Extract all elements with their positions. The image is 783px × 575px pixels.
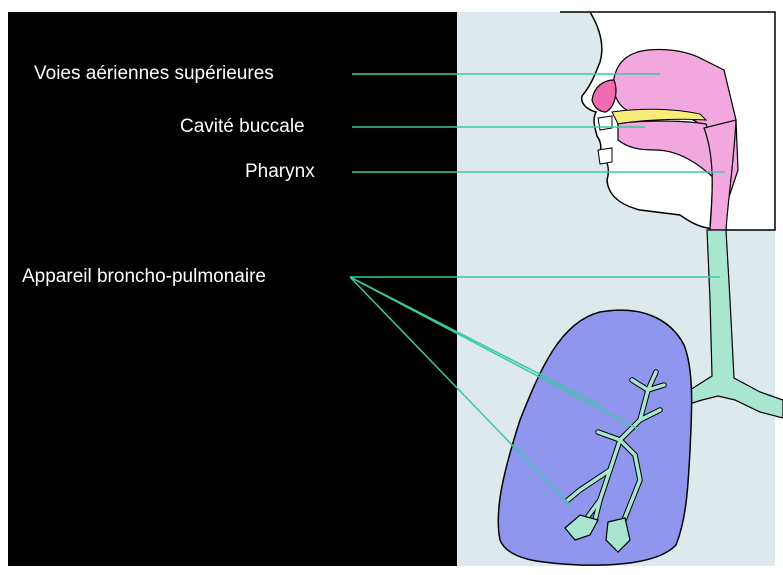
label-upper-airways: Voies aériennes supérieures [34, 63, 274, 85]
upper-teeth [598, 116, 612, 130]
label-oral-cavity: Cavité buccale [180, 116, 305, 138]
label-broncho-pulmonary: Appareil broncho-pulmonaire [22, 266, 266, 288]
lower-teeth [598, 148, 612, 164]
label-pharynx: Pharynx [245, 161, 315, 183]
black-label-area [8, 12, 457, 566]
